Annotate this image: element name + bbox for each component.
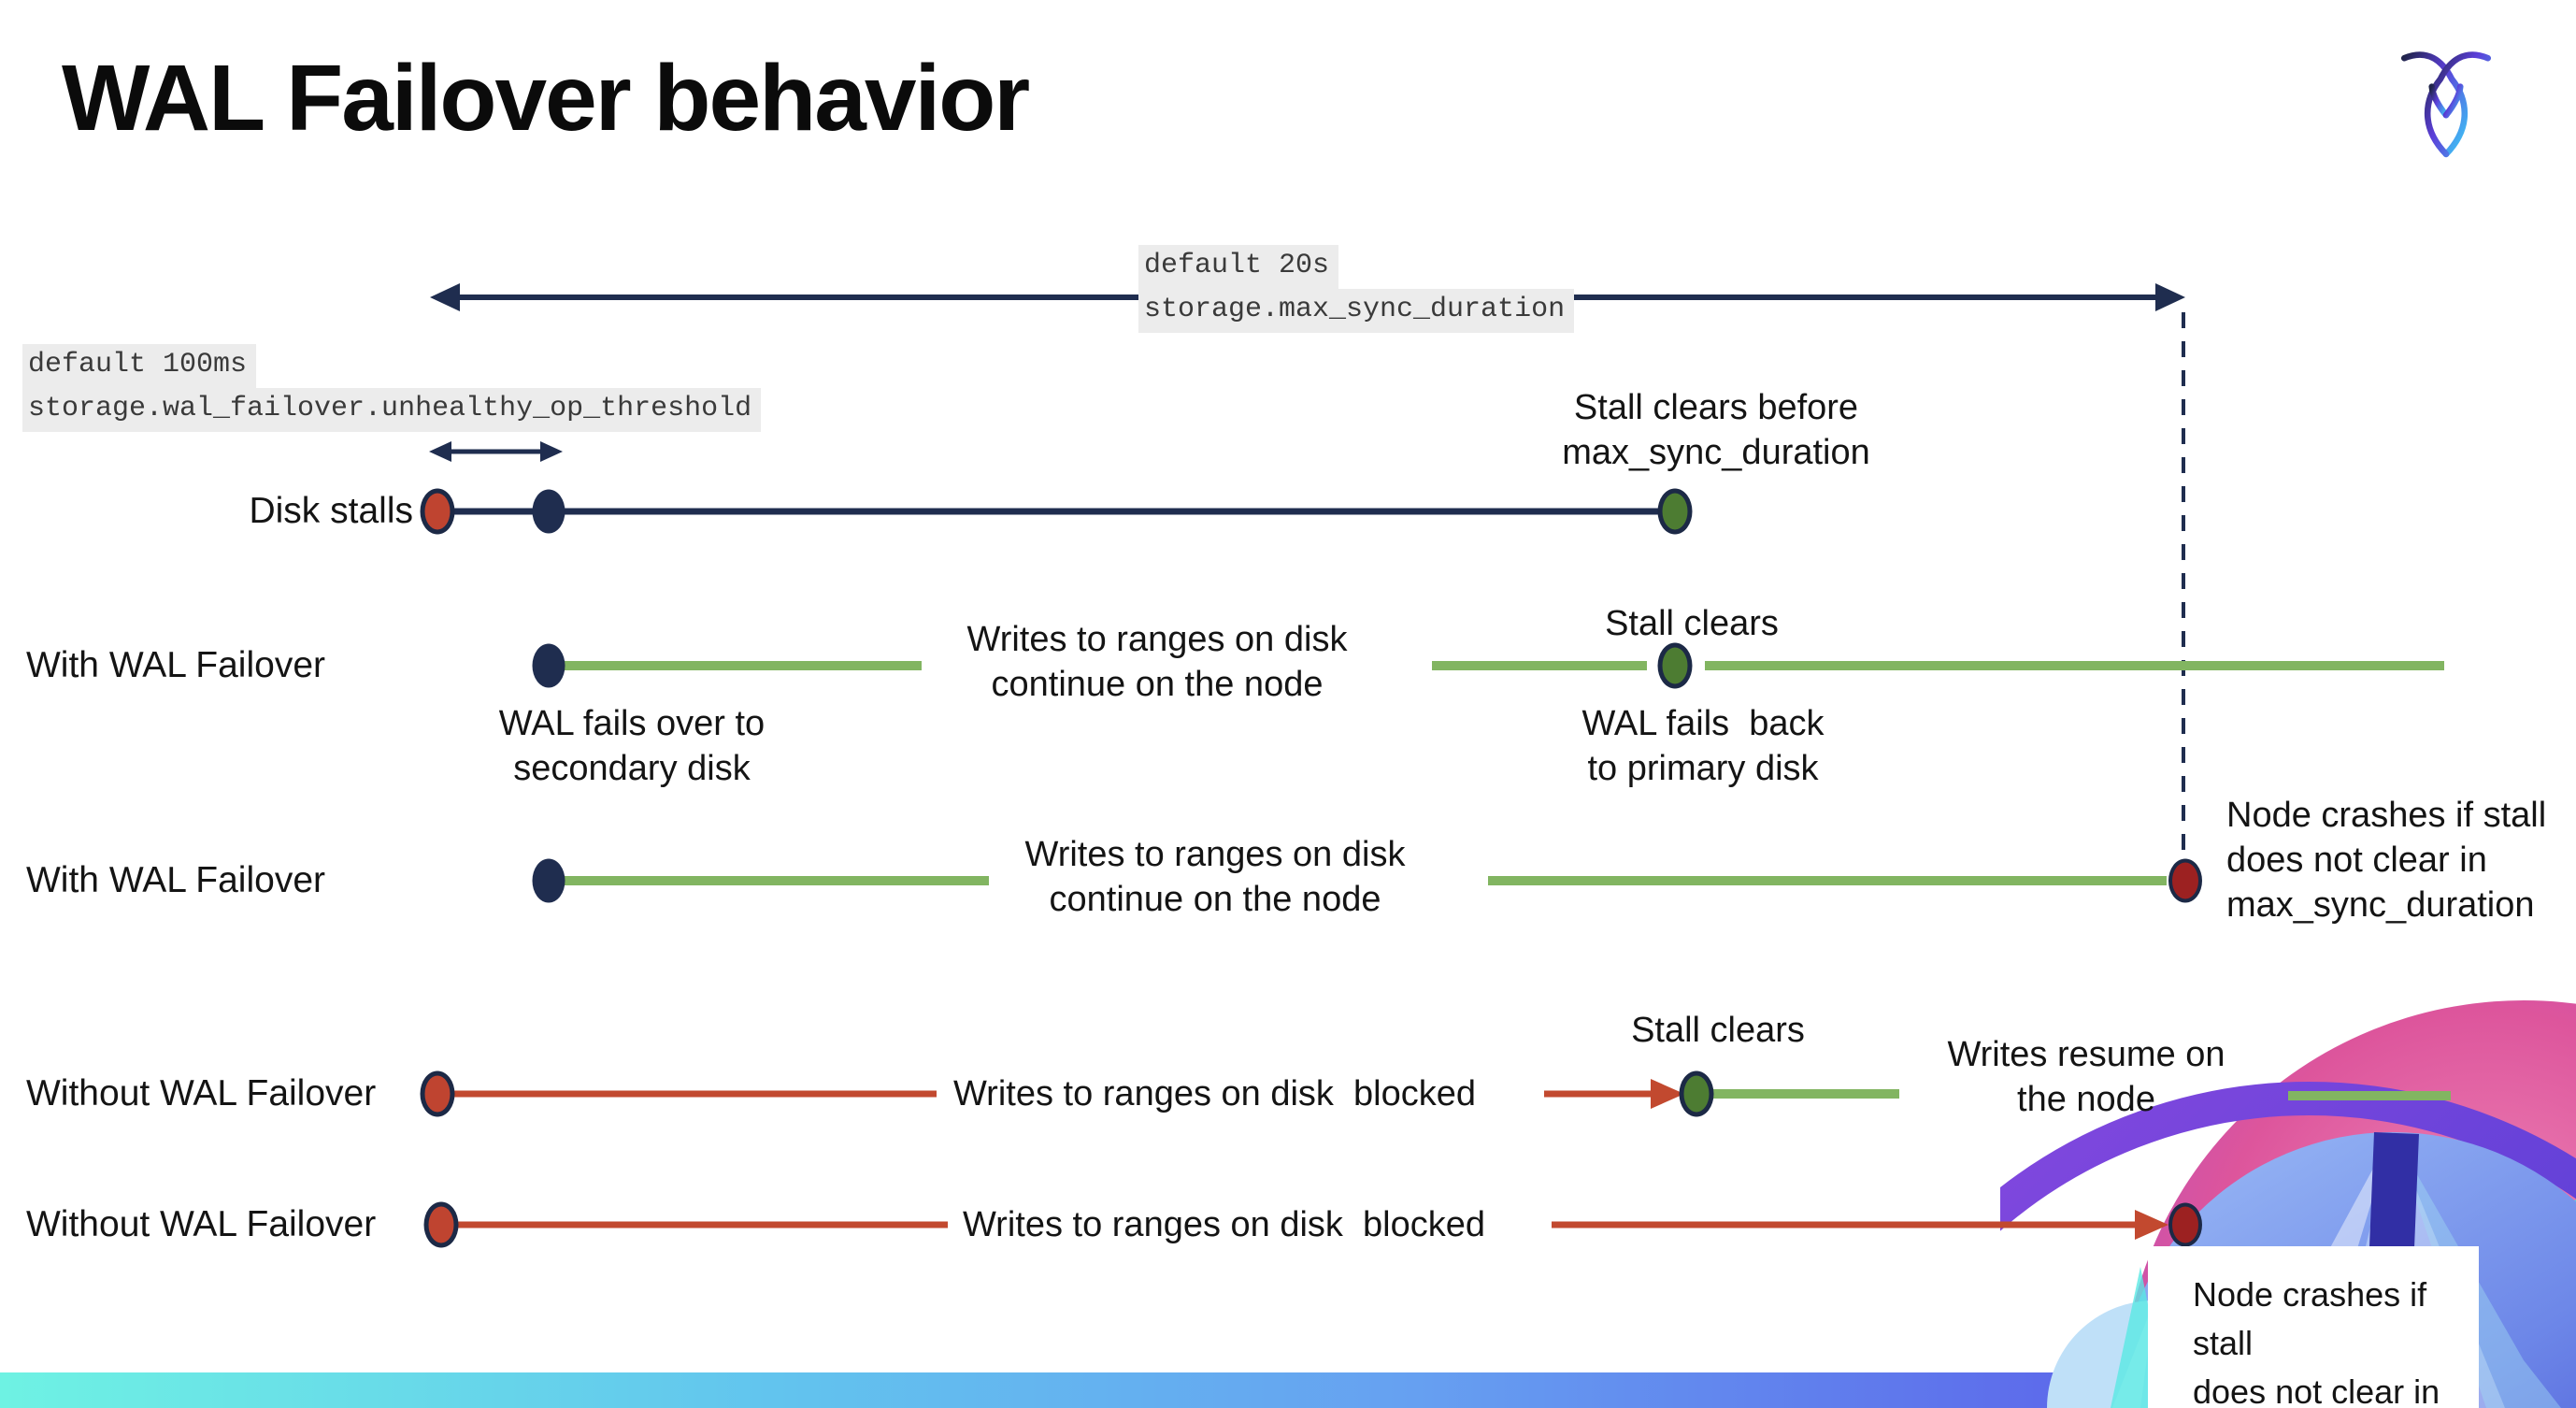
green-segment — [561, 661, 922, 670]
unhealthy-op-threshold-label: default 100ms storage.wal_failover.unhea… — [22, 344, 762, 432]
node-crash-dot — [2168, 1202, 2202, 1247]
stall-clears-dot — [1679, 1070, 1714, 1117]
stall-clears-before-note: Stall clears before max_sync_duration — [1562, 388, 1870, 472]
node-crash-note: Node crashes if stall does not clear in … — [2193, 1275, 2440, 1408]
max-sync-setting-name: storage.max_sync_duration — [1138, 289, 1575, 333]
writes-continue-note: Writes to ranges on disk continue on the… — [966, 620, 1348, 704]
stall-clears-label: Stall clears — [1631, 1011, 1805, 1050]
wal-fails-over-note: WAL fails over to secondary disk — [498, 704, 766, 788]
writes-continue-note: Writes to ranges on disk continue on the… — [1024, 835, 1406, 919]
writes-blocked-note: Writes to ranges on disk blocked — [953, 1074, 1477, 1113]
threshold-arrow-line — [447, 449, 546, 454]
green-segment — [1712, 1089, 1899, 1099]
failover-dot — [532, 643, 565, 688]
dashed-connector-line — [2182, 312, 2185, 860]
writes-resume-note: Writes resume on the node — [1947, 1035, 2225, 1119]
blocked-segment — [449, 1090, 937, 1098]
red-arrowhead-icon — [2135, 1210, 2168, 1240]
threshold-arrowhead-right-icon — [540, 441, 563, 462]
blocked-arrow-line — [1544, 1090, 1658, 1098]
max-sync-duration-label: default 20s storage.max_sync_duration — [1138, 245, 1575, 333]
writes-blocked-note: Writes to ranges on disk blocked — [963, 1205, 1486, 1244]
green-segment — [1488, 876, 2167, 885]
stall-start-dot — [423, 1201, 459, 1248]
threshold-dot — [532, 489, 565, 534]
cockroach-logo-icon — [2400, 51, 2492, 158]
failover-dot — [532, 858, 565, 903]
green-segment — [561, 876, 989, 885]
wal-fails-back-note: WAL fails back to primary disk — [1581, 704, 1825, 788]
max-sync-default-value: default 20s — [1138, 245, 1339, 289]
stall-start-dot — [420, 488, 455, 535]
green-segment — [1432, 661, 1647, 670]
unhealthy-op-default-value: default 100ms — [22, 344, 257, 388]
disk-stalls-timeline — [439, 508, 1673, 515]
unhealthy-op-setting-name: storage.wal_failover.unhealthy_op_thresh… — [22, 388, 762, 432]
arrowhead-right-icon — [2155, 283, 2185, 311]
threshold-arrowhead-left-icon — [429, 441, 451, 462]
row-label-disk-stalls: Disk stalls — [249, 491, 413, 531]
stall-start-dot — [420, 1070, 455, 1117]
node-crash-dot — [2168, 858, 2202, 903]
row-label-with-wal-failover-1: With WAL Failover — [26, 645, 325, 685]
stall-clears-label: Stall clears — [1605, 604, 1779, 643]
stall-clears-dot — [1657, 642, 1693, 689]
page-title: WAL Failover behavior — [62, 46, 1030, 151]
row-label-without-wal-failover-2: Without WAL Failover — [26, 1204, 377, 1244]
green-segment — [1705, 661, 2444, 670]
stall-clears-dot — [1657, 488, 1693, 535]
row-label-with-wal-failover-2: With WAL Failover — [26, 860, 325, 900]
red-arrowhead-icon — [1651, 1079, 1684, 1109]
blocked-segment — [454, 1221, 948, 1228]
arrowhead-left-icon — [430, 283, 460, 311]
node-crash-callout: Node crashes if stall does not clear in … — [2148, 1246, 2479, 1408]
row-label-without-wal-failover-1: Without WAL Failover — [26, 1073, 377, 1113]
node-crash-note: Node crashes if stall does not clear in … — [2226, 796, 2547, 925]
green-segment — [2288, 1091, 2451, 1100]
blocked-arrow-line — [1552, 1221, 2137, 1228]
